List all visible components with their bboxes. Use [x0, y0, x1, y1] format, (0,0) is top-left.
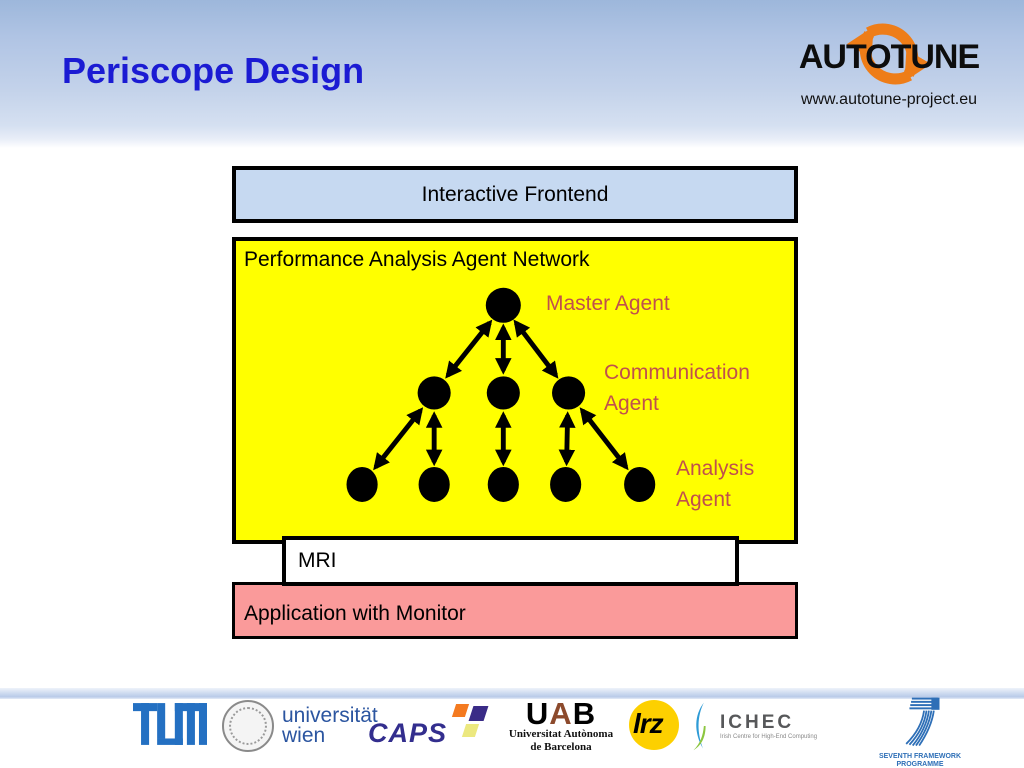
uab-wordmark: UAB — [525, 696, 597, 731]
autotune-logo: AUTOTUNE www.autotune-project.eu — [784, 8, 994, 126]
autotune-url: www.autotune-project.eu — [800, 91, 978, 108]
universitaet-wien-wordmark: universität wien — [282, 704, 378, 747]
lrz-wordmark: lrz — [633, 708, 664, 739]
communication-agent-node — [552, 376, 586, 410]
agent-network-box: Performance Analysis Agent Network — [232, 237, 798, 544]
communication-agent-label: Communication Agent — [604, 361, 750, 415]
universitaet-wien-logo: universität wien — [222, 700, 378, 752]
communication-agent-node — [417, 376, 451, 410]
tum-lettermark-icon — [133, 703, 207, 745]
master-agent-label: Master Agent — [546, 292, 670, 315]
analysis-agent-node — [418, 466, 450, 503]
interactive-frontend-box: Interactive Frontend — [232, 166, 798, 223]
ichec-logo: ICHEC Irish Centre for High-End Computin… — [690, 700, 817, 752]
autotune-wordmark: AUTOTUNE — [798, 38, 980, 76]
application-monitor-box: Application with Monitor — [232, 582, 798, 639]
ichec-subtitle: Irish Centre for High-End Computing — [720, 734, 818, 740]
caps-square-purple-icon — [468, 706, 489, 721]
uab-logo: UAB Universitat Autònoma de Barcelona — [503, 696, 619, 754]
caps-wordmark: CAPS — [368, 718, 448, 748]
uab-subtitle: Universitat Autònoma de Barcelona — [508, 728, 614, 753]
master-agent-node — [485, 287, 521, 323]
agent-edges — [373, 319, 629, 471]
fp7-logo: SEVENTH FRAMEWORK PROGRAMME — [868, 696, 972, 768]
agent-tree-diagram — [346, 287, 656, 503]
mri-box: MRI — [282, 536, 739, 586]
analysis-agent-node — [487, 466, 519, 503]
tum-logo — [133, 702, 207, 751]
autotune-swirl-icon — [846, 23, 932, 85]
caps-square-orange-icon — [451, 704, 470, 717]
caps-logo: CAPS — [368, 704, 490, 754]
analysis-agent-label: Analysis Agent — [676, 457, 755, 511]
header-band: Periscope Design AUTOTUNE www.autotune-p… — [0, 0, 1024, 148]
communication-agent-node — [486, 376, 520, 410]
footer-divider — [0, 688, 1024, 699]
lrz-logo: lrz — [625, 700, 687, 752]
caps-square-yellow-icon — [461, 724, 480, 737]
analysis-agent-node — [550, 466, 582, 503]
lrz-circle-icon — [629, 700, 679, 750]
fp7-caption: SEVENTH FRAMEWORK PROGRAMME — [878, 753, 962, 768]
ichec-wordmark: ICHEC — [720, 712, 795, 733]
uab-a-glyph: A — [549, 696, 573, 731]
analysis-agent-node — [624, 466, 656, 503]
slide-title: Periscope Design — [62, 50, 365, 91]
application-monitor-label: Application with Monitor — [244, 601, 466, 625]
agent-network-title: Performance Analysis Agent Network — [244, 248, 590, 271]
mri-label: MRI — [298, 549, 337, 572]
interactive-frontend-label: Interactive Frontend — [421, 182, 609, 206]
analysis-agent-node — [346, 466, 378, 503]
fp7-seven-icon — [905, 697, 940, 747]
universitaet-wien-seal-icon — [222, 700, 274, 752]
agent-nodes — [346, 287, 656, 503]
ichec-swoosh-icon — [693, 702, 706, 751]
